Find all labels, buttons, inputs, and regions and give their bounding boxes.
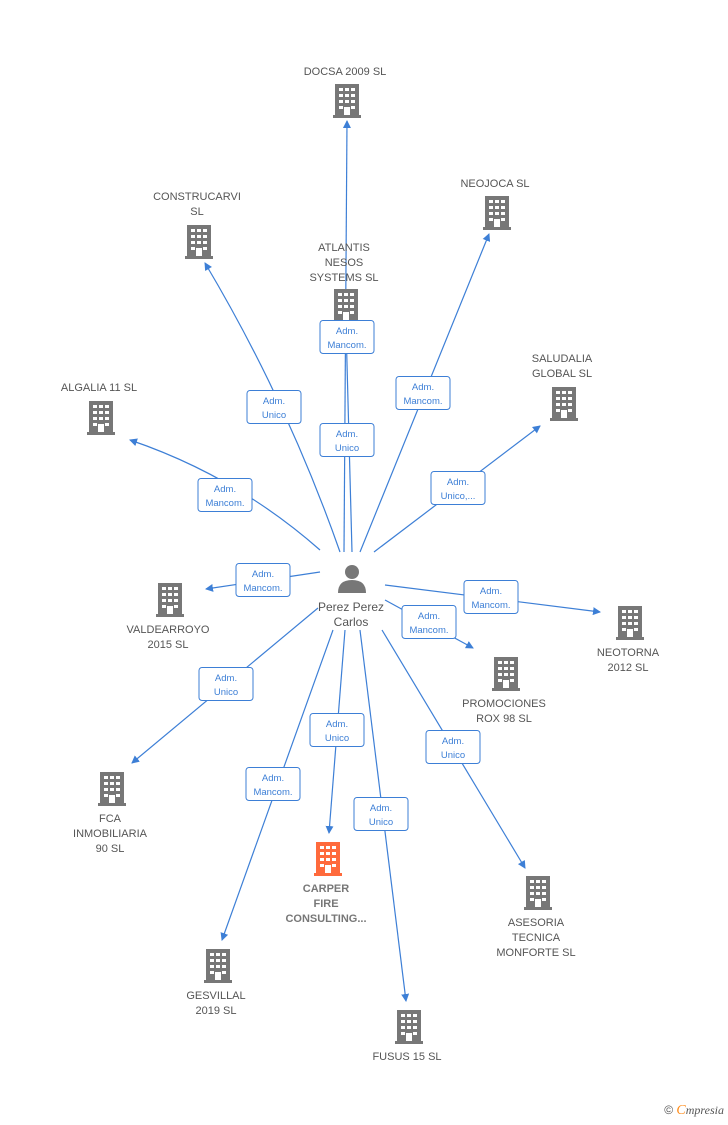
svg-text:Adm.Unico: Adm.Unico xyxy=(369,803,393,828)
building-icon[interactable] xyxy=(156,583,184,617)
role-badge-algalia: Adm.Mancom. xyxy=(197,478,253,512)
copyright-symbol: © xyxy=(664,1103,674,1117)
building-icon[interactable] xyxy=(395,1010,423,1044)
brand-initial: C xyxy=(676,1103,686,1118)
role-badge-asesoria: Adm.Unico xyxy=(425,730,481,764)
building-icon[interactable] xyxy=(492,657,520,691)
building-icon[interactable] xyxy=(204,949,232,983)
svg-text:Adm.Unico: Adm.Unico xyxy=(441,736,465,761)
role-badge-saludalia: Adm.Unico,... xyxy=(430,471,486,505)
brand-name: mpresia xyxy=(685,1103,724,1117)
role-badge-neojoca: Adm.Mancom. xyxy=(395,376,451,410)
building-icon[interactable] xyxy=(333,84,361,118)
footer-brand: © Cmpresia xyxy=(664,1103,724,1119)
svg-text:Adm.Unico: Adm.Unico xyxy=(262,396,286,421)
company-label-algalia[interactable]: ALGALIA 11 SL xyxy=(61,382,137,394)
role-badge-atlantis: Adm.Unico xyxy=(319,423,375,457)
svg-text:Adm.Unico,...: Adm.Unico,... xyxy=(441,477,476,502)
svg-text:Adm.Mancom.: Adm.Mancom. xyxy=(243,569,282,594)
svg-text:Adm.Mancom.: Adm.Mancom. xyxy=(253,773,292,798)
building-icon[interactable] xyxy=(87,401,115,435)
role-badge-fusus: Adm.Unico xyxy=(353,797,409,831)
svg-text:Adm.Unico: Adm.Unico xyxy=(214,673,238,698)
building-icon[interactable] xyxy=(98,772,126,806)
role-badge-docsa: Adm.Mancom. xyxy=(319,320,375,354)
svg-text:Adm.Unico: Adm.Unico xyxy=(325,719,349,744)
building-icon[interactable] xyxy=(332,289,360,323)
role-badge-neotorna: Adm.Mancom. xyxy=(463,580,519,614)
role-badge-valdearroyo: Adm.Mancom. xyxy=(235,563,291,597)
company-label-neojoca[interactable]: NEOJOCA SL xyxy=(460,178,529,190)
svg-text:Adm.Mancom.: Adm.Mancom. xyxy=(327,326,366,351)
role-badge-carper: Adm.Unico xyxy=(309,713,365,747)
svg-text:Adm.Mancom.: Adm.Mancom. xyxy=(403,382,442,407)
building-icon[interactable] xyxy=(524,876,552,910)
building-icon[interactable] xyxy=(616,606,644,640)
role-badge-construcarvi: Adm.Unico xyxy=(246,390,302,424)
svg-text:Adm.Mancom.: Adm.Mancom. xyxy=(205,484,244,509)
role-badge-fca: Adm.Unico xyxy=(198,667,254,701)
person-icon[interactable] xyxy=(338,565,366,593)
building-icon[interactable] xyxy=(314,842,342,876)
svg-text:Adm.Mancom.: Adm.Mancom. xyxy=(409,611,448,636)
role-badge-gesvillal: Adm.Mancom. xyxy=(245,767,301,801)
building-icon[interactable] xyxy=(483,196,511,230)
company-label-docsa[interactable]: DOCSA 2009 SL xyxy=(304,66,387,78)
role-badge-promociones: Adm.Mancom. xyxy=(401,605,457,639)
svg-text:Adm.Unico: Adm.Unico xyxy=(335,429,359,454)
company-label-fusus[interactable]: FUSUS 15 SL xyxy=(372,1051,441,1063)
building-icon[interactable] xyxy=(550,387,578,421)
svg-text:Adm.Mancom.: Adm.Mancom. xyxy=(471,586,510,611)
building-icon[interactable] xyxy=(185,225,213,259)
